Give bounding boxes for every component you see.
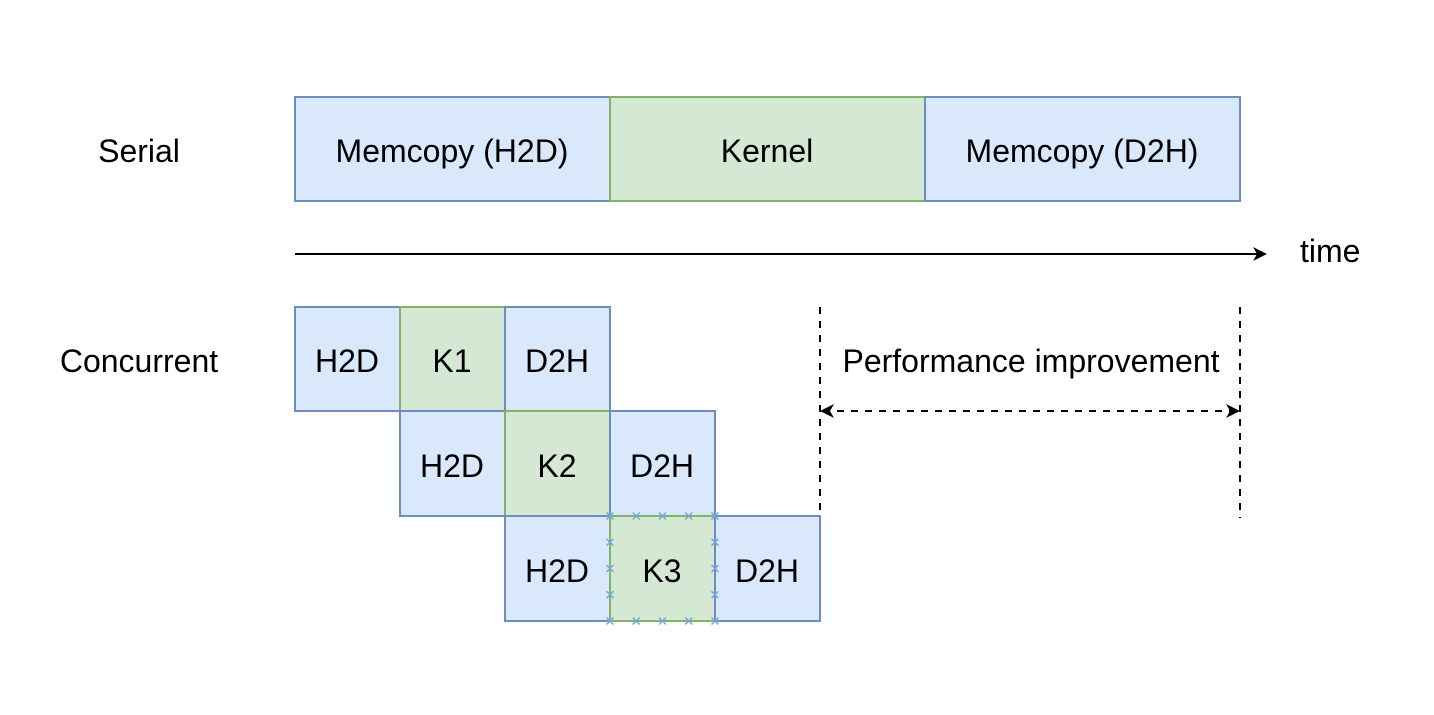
concurrent-row-label: Concurrent (60, 343, 218, 379)
stream3-d2h-label: D2H (735, 553, 799, 589)
selection-marker-icon[interactable] (605, 590, 615, 599)
stream3-h2d-label: H2D (525, 553, 589, 589)
stream3-kernel-label: K3 (642, 553, 681, 589)
stream3-h2d-block[interactable]: H2D (504, 515, 611, 622)
serial-kernel-label: Kernel (721, 133, 814, 169)
selection-marker-icon[interactable] (710, 538, 720, 547)
stream2-h2d-block[interactable]: H2D (399, 410, 506, 517)
selection-marker-icon[interactable] (684, 616, 693, 626)
stream3-d2h-block[interactable]: D2H (714, 515, 821, 622)
stream2-kernel-label: K2 (537, 448, 576, 484)
selection-marker-icon[interactable] (658, 616, 667, 626)
selection-marker-icon[interactable] (632, 616, 641, 626)
performance-improvement-label: Performance improvement (842, 343, 1219, 379)
selection-marker-icon[interactable] (658, 511, 667, 521)
stream1-kernel-label: K1 (432, 343, 471, 379)
selection-marker-icon[interactable] (710, 511, 720, 521)
serial-memcopy-h2d-label: Memcopy (H2D) (336, 133, 569, 169)
time-axis-label: time (1300, 233, 1360, 269)
serial-kernel-block[interactable]: Kernel (609, 96, 926, 202)
selection-marker-icon[interactable] (605, 538, 615, 547)
selection-marker-icon[interactable] (605, 564, 615, 573)
stream2-d2h-block[interactable]: D2H (609, 410, 716, 517)
stream1-kernel-block[interactable]: K1 (399, 306, 506, 412)
selection-marker-icon[interactable] (684, 511, 693, 521)
serial-memcopy-d2h-label: Memcopy (D2H) (966, 133, 1199, 169)
selection-marker-icon[interactable] (632, 511, 641, 521)
stream1-d2h-label: D2H (525, 343, 589, 379)
serial-memcopy-d2h-block[interactable]: Memcopy (D2H) (924, 96, 1241, 202)
stream1-h2d-label: H2D (315, 343, 379, 379)
selection-marker-icon[interactable] (710, 616, 720, 626)
stream1-h2d-block[interactable]: H2D (294, 306, 401, 412)
selection-marker-icon[interactable] (605, 616, 615, 626)
selection-marker-icon[interactable] (710, 590, 720, 599)
stream3-kernel-block[interactable]: K3 (609, 515, 716, 622)
selection-marker-icon[interactable] (710, 564, 720, 573)
serial-row-label: Serial (98, 133, 180, 169)
stream1-d2h-block[interactable]: D2H (504, 306, 611, 412)
selection-marker-icon[interactable] (605, 511, 615, 521)
selection-handles (605, 511, 720, 626)
stream2-d2h-label: D2H (630, 448, 694, 484)
stream2-kernel-block[interactable]: K2 (504, 410, 611, 517)
serial-memcopy-h2d-block[interactable]: Memcopy (H2D) (294, 96, 611, 202)
stream2-h2d-label: H2D (420, 448, 484, 484)
